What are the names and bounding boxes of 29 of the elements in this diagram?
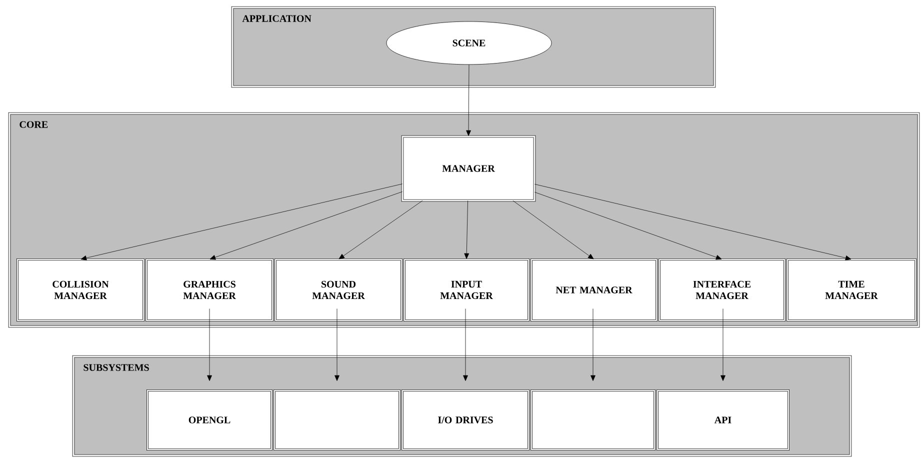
module-box: INTERFACE MANAGER [658,258,786,322]
arrow [464,200,470,259]
manager-box: MANAGER [401,135,536,202]
module-box: GRAPHICS MANAGER [146,258,274,322]
arrow [334,308,340,381]
module-box [530,390,656,450]
module-box [274,390,400,450]
module-box: NET MANAGER [530,258,658,322]
arrow [207,308,212,381]
arrow [463,308,468,381]
arrow [338,200,423,260]
module-box: OPENGL [146,390,272,450]
module-box: COLLISION MANAGER [16,258,144,322]
band-title: SUBSYSTEMS [84,364,149,371]
module-box: SOUND MANAGER [274,258,402,322]
band-title: APPLICATION [242,15,312,22]
arrow [466,64,471,136]
arrow [512,200,594,260]
arrow [720,308,726,381]
arrow [534,184,852,260]
module-box: I/O DRIVES [402,390,530,450]
module-box: API [656,390,790,450]
arrow [534,192,722,260]
arrow [80,184,402,260]
arrow [590,308,596,381]
module-box: TIME MANAGER [786,258,916,322]
module-box: INPUT MANAGER [404,258,530,322]
band-title: CORE [20,121,48,128]
arrow [210,192,402,260]
